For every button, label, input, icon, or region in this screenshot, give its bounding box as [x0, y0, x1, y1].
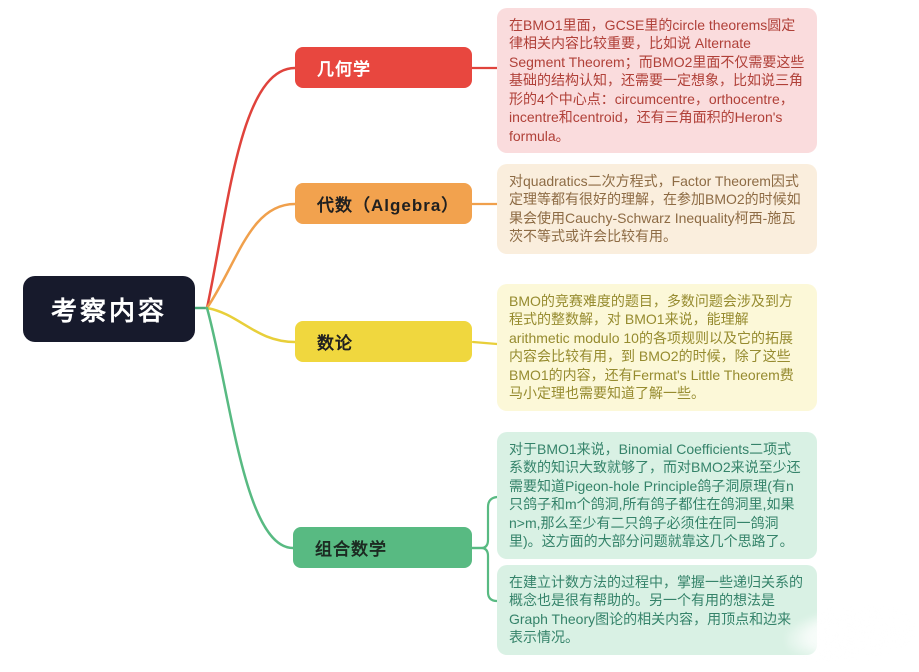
note-number-theory-text: BMO的竞赛难度的题目，多数问题会涉及到方程式的整数解，对 BMO1来说，能理解…	[509, 293, 794, 402]
root-node[interactable]: 考察内容	[23, 276, 195, 342]
branch-line-algebra	[205, 202, 297, 310]
note-combinatorics-2[interactable]: 在建立计数方法的过程中，掌握一些递归关系的概念也是很有帮助的。另一个有用的想法是…	[497, 565, 817, 655]
topic-number-theory-label: 数论	[317, 334, 353, 353]
note-algebra-text: 对quadratics二次方程式，Factor Theorem因式定理等都有很好…	[509, 173, 801, 245]
note-combinatorics-1-text: 对于BMO1来说，Binomial Coefficients二项式系数的知识大致…	[509, 441, 801, 550]
note-number-theory[interactable]: BMO的竞赛难度的题目，多数问题会涉及到方程式的整数解，对 BMO1来说，能理解…	[497, 284, 817, 411]
branch-line-number	[205, 306, 297, 344]
topic-number-theory[interactable]: 数论	[295, 321, 472, 362]
topic-algebra[interactable]: 代数（Algebra）	[295, 183, 472, 224]
note-algebra[interactable]: 对quadratics二次方程式，Factor Theorem因式定理等都有很好…	[497, 164, 817, 254]
note-geometry-text: 在BMO1里面，GCSE里的circle theorems圆定律相关内容比较重要…	[509, 17, 805, 144]
note-line-number	[471, 340, 499, 346]
branch-line-combinatorics	[205, 306, 295, 550]
topic-combinatorics[interactable]: 组合数学	[293, 527, 472, 568]
root-node-label: 考察内容	[50, 295, 167, 326]
note-combinatorics-2-text: 在建立计数方法的过程中，掌握一些递归关系的概念也是很有帮助的。另一个有用的想法是…	[509, 574, 803, 646]
note-geometry[interactable]: 在BMO1里面，GCSE里的circle theorems圆定律相关内容比较重要…	[497, 8, 817, 154]
topic-combinatorics-label: 组合数学	[315, 540, 387, 559]
topic-geometry[interactable]: 几何学	[295, 47, 472, 88]
note-combinatorics-1[interactable]: 对于BMO1来说，Binomial Coefficients二项式系数的知识大致…	[497, 432, 817, 559]
topic-geometry-label: 几何学	[317, 60, 371, 79]
branch-line-geometry	[205, 66, 297, 310]
note-line-combinatorics-lower	[470, 546, 499, 603]
note-line-combinatorics-upper	[470, 495, 499, 550]
topic-algebra-label: 代数（Algebra）	[317, 196, 460, 215]
